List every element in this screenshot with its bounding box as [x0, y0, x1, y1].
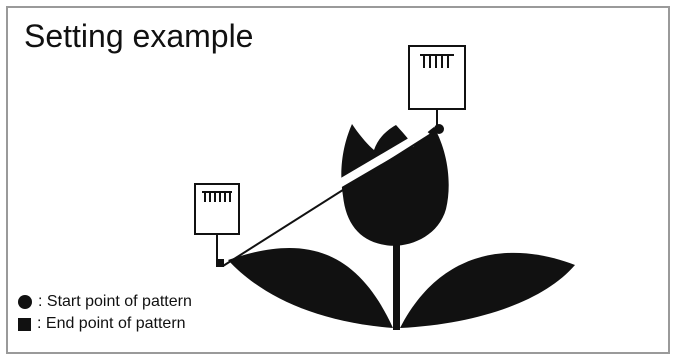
legend-start-text: : Start point of pattern: [38, 293, 192, 310]
pattern-line: [222, 128, 440, 267]
legend-start-row: : Start point of pattern: [18, 291, 192, 313]
left-leaf: [228, 247, 393, 328]
legend: : Start point of pattern : End point of …: [18, 291, 192, 335]
flower-highlight: [334, 129, 431, 188]
end-point-icon: [18, 317, 31, 331]
right-leaf: [400, 252, 575, 328]
start-point-icon: [18, 295, 32, 309]
page-title: Setting example: [24, 18, 254, 54]
flower-stem: [393, 235, 400, 330]
start-presser-icon: [408, 45, 466, 134]
legend-end-text: : End point of pattern: [37, 315, 186, 332]
tulip-flower: [341, 124, 449, 246]
end-presser-icon: [194, 183, 240, 267]
legend-end-row: : End point of pattern: [18, 313, 192, 335]
